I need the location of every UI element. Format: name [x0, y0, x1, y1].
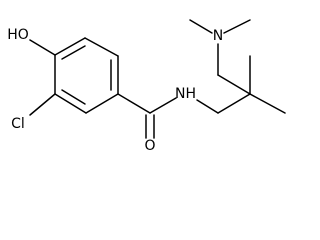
atom-label-carbonyl-oxygen: O [144, 138, 155, 154]
bond-ring-to-hydroxyl [29, 39, 56, 56]
ring-bond-c5-c6 [54, 93, 87, 114]
bond-ch2-to-quaternary-carbon [217, 93, 251, 114]
ring-bond-c4-c5 [85, 93, 119, 114]
bond-nh-to-ch2 [196, 99, 219, 114]
bond-quaternary-to-methyl-right [249, 93, 286, 114]
ring-bond-c1-c2 [54, 37, 86, 56]
ring-double-bond-inner-bottom [61, 89, 86, 105]
atom-label-hydroxyl: HO [7, 27, 29, 43]
chemical-structure-diagram: HO Cl O NH N [7, 19, 286, 154]
bond-amine-to-methyl-left [189, 19, 213, 34]
bond-carbonyl-to-nh [149, 97, 177, 114]
atom-label-amide-nh: NH [175, 86, 196, 102]
bond-ring-to-carbonyl-carbon [117, 93, 151, 114]
atom-label-group: HO Cl O NH N [7, 27, 223, 154]
atom-label-chlorine: Cl [11, 116, 25, 132]
bond-group [29, 19, 286, 139]
bond-amine-to-methyl-right [223, 19, 251, 34]
ring-bond-c2-c3 [84, 37, 119, 57]
bond-quaternary-to-ch2-amine [217, 74, 251, 95]
bond-ring-to-chlorine [29, 93, 56, 116]
ring-double-bond-inner-top [61, 45, 86, 60]
atom-label-amine-nitrogen: N [213, 28, 223, 44]
